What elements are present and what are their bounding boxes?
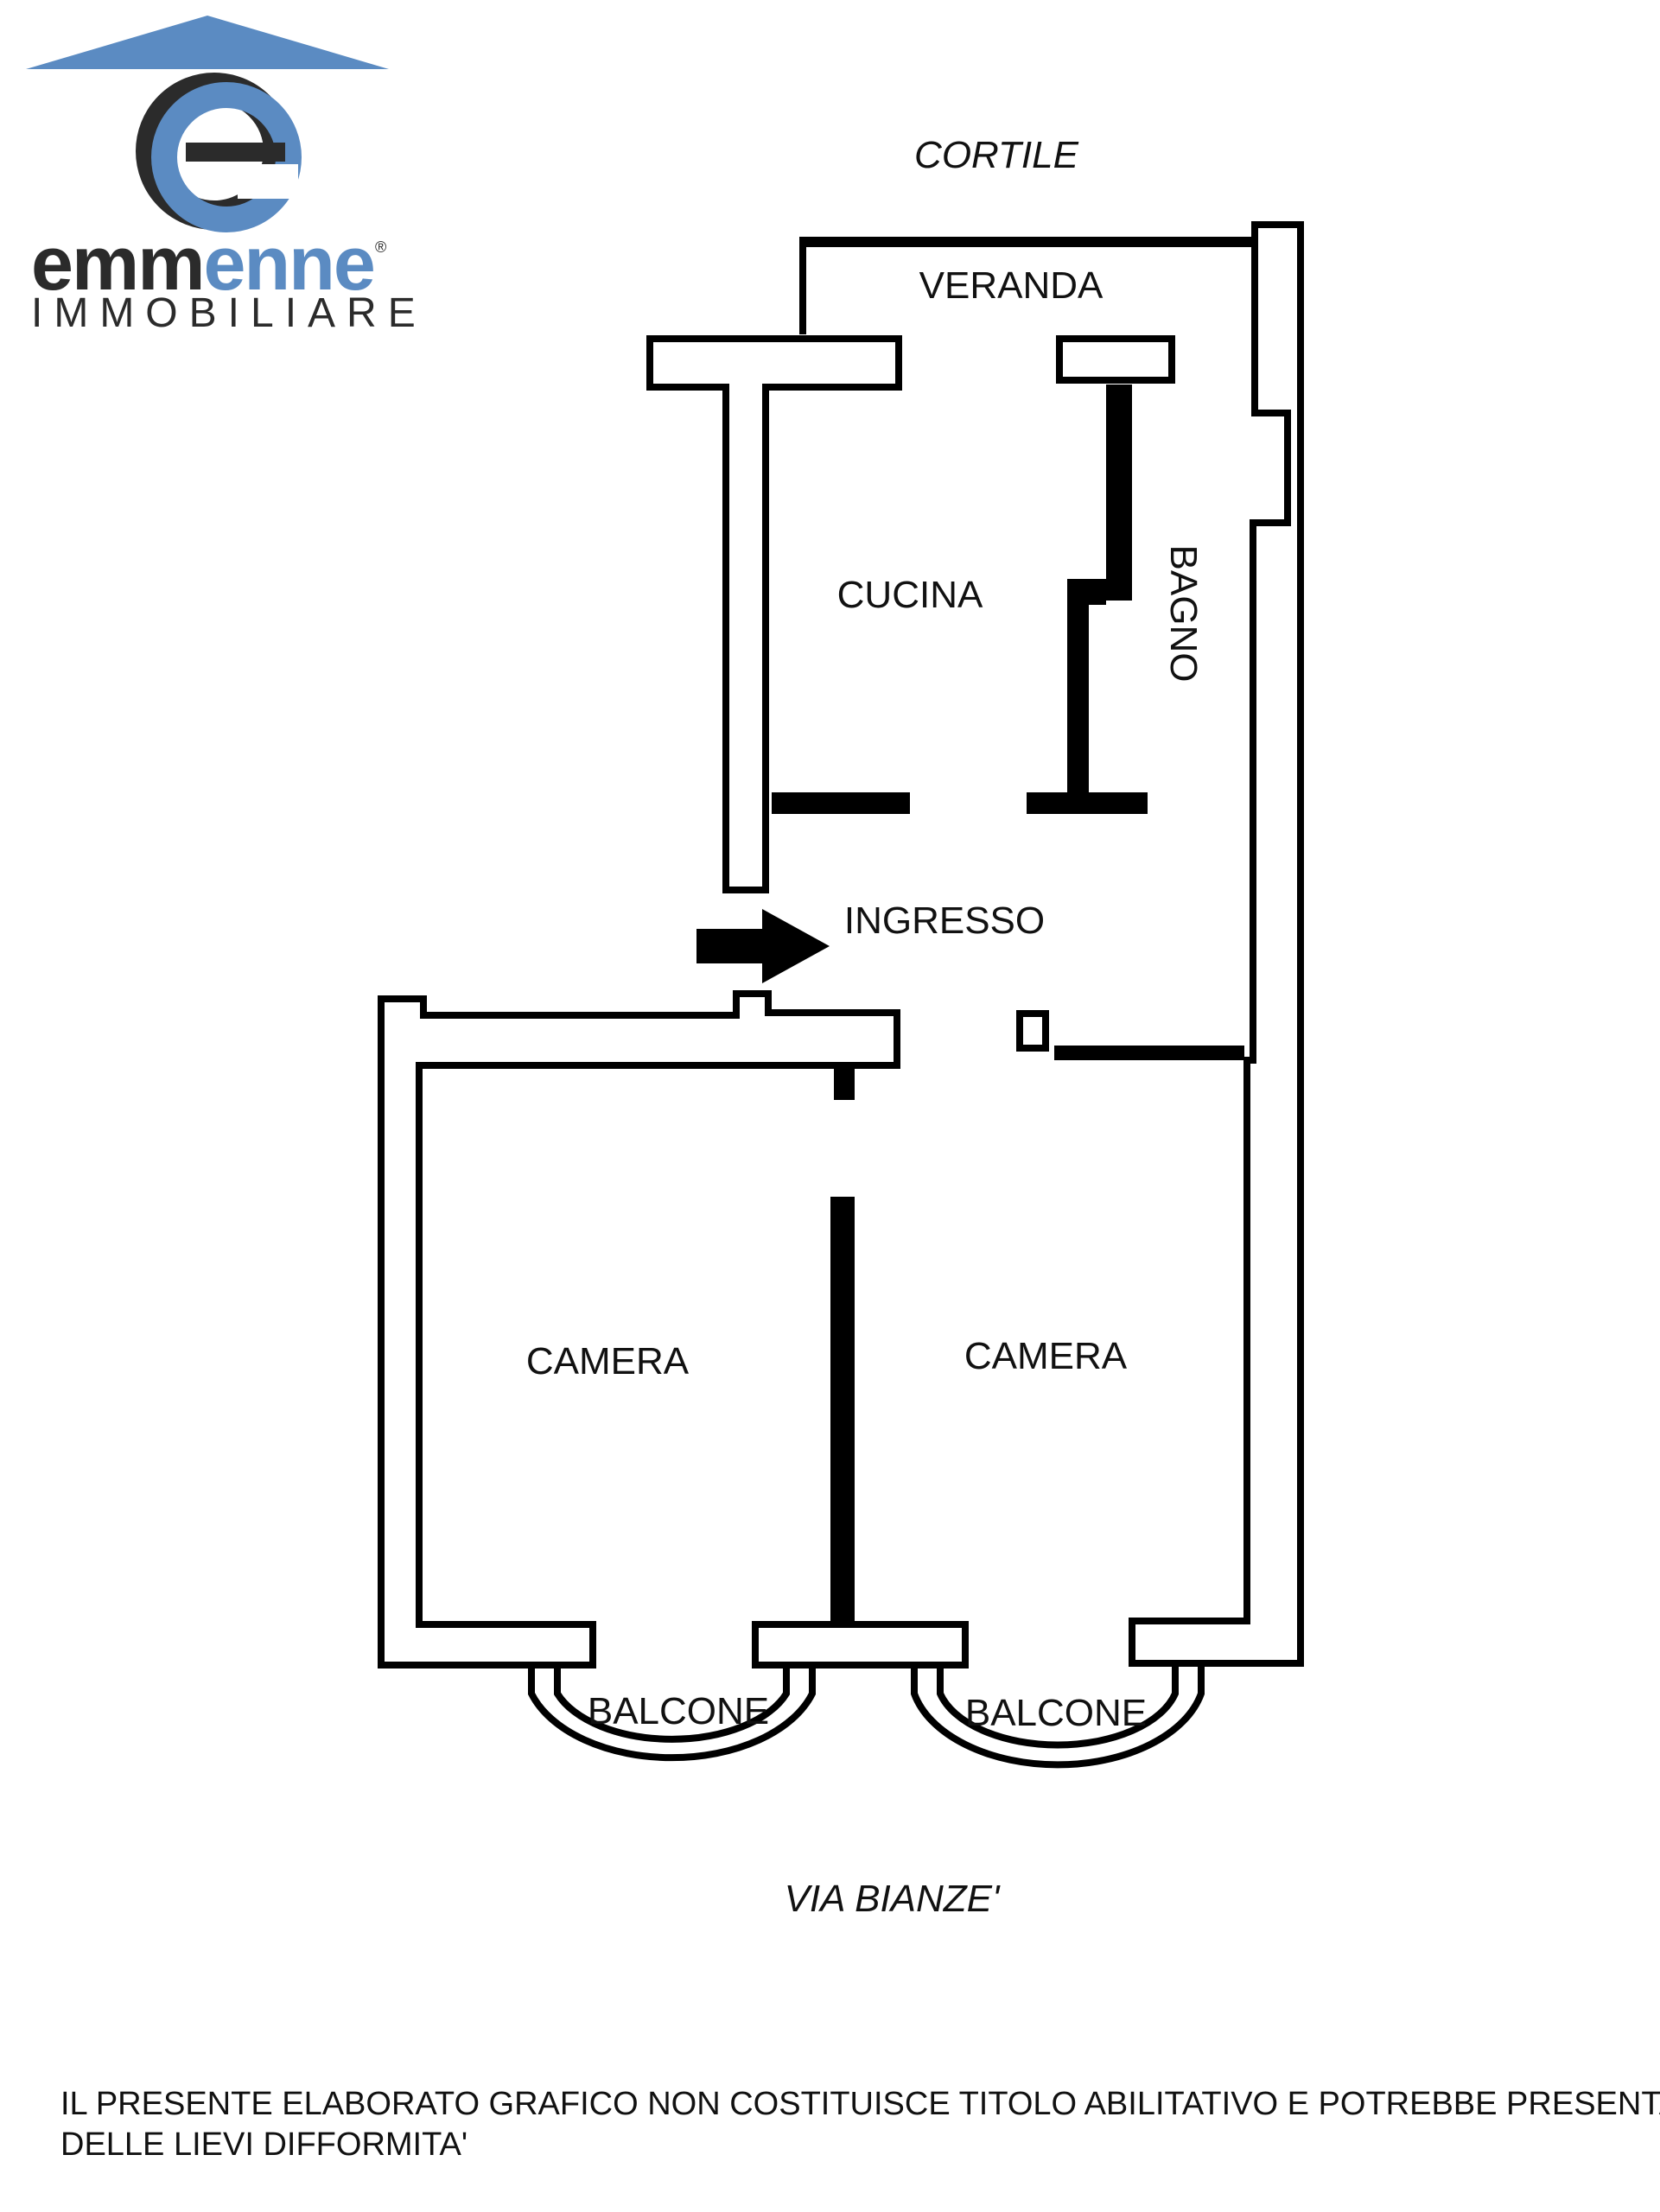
bagno-top-stub (1056, 335, 1175, 384)
logo-subtitle: IMMOBILIARE (31, 290, 427, 336)
disclaimer-line2: DELLE LIEVI DIFFORMITA' (60, 2126, 468, 2163)
logo-roof (26, 16, 389, 69)
company-logo: emmenne ® IMMOBILIARE (26, 16, 427, 336)
partitions (772, 385, 1244, 1624)
balcone-left-outline (528, 1665, 816, 1762)
entry-pillar (1016, 1010, 1049, 1052)
middle-bottom-wall (752, 1621, 969, 1669)
disclaimer-line1: IL PRESENTE ELABORATO GRAFICO NON COSTIT… (60, 2086, 1660, 2122)
north-label: CORTILE (914, 134, 1079, 176)
ingresso-label: INGRESSO (844, 899, 1045, 942)
cucina-label: CUCINA (837, 574, 983, 616)
right-outer-wall (1129, 221, 1304, 1667)
camera-left-label: CAMERA (526, 1340, 690, 1382)
left-outer-wall (378, 990, 900, 1669)
veranda-wall-top (799, 237, 1255, 247)
logo-monogram (136, 73, 302, 232)
camera-right-label: CAMERA (964, 1335, 1128, 1377)
balcone-left-label: BALCONE (588, 1690, 769, 1732)
svg-text:emmenne: emmenne (31, 220, 374, 306)
entry-arrow-icon (696, 909, 830, 983)
logo-brand-part2: enne (203, 220, 373, 306)
logo-brand-part1: emm (31, 220, 203, 306)
balcone-right-label: BALCONE (965, 1692, 1147, 1734)
disclaimer: IL PRESENTE ELABORATO GRAFICO NON COSTIT… (60, 2084, 1660, 2165)
south-label: VIA BIANZE' (785, 1878, 1001, 1920)
balcone-right-outline (911, 1665, 1205, 1769)
bagno-label: BAGNO (1162, 545, 1205, 683)
walls (378, 221, 1304, 1669)
logo-registered-mark: ® (375, 238, 386, 256)
veranda-label: VERANDA (919, 264, 1103, 307)
cucina-left-wall (646, 335, 902, 893)
balconies (528, 1665, 1205, 1769)
